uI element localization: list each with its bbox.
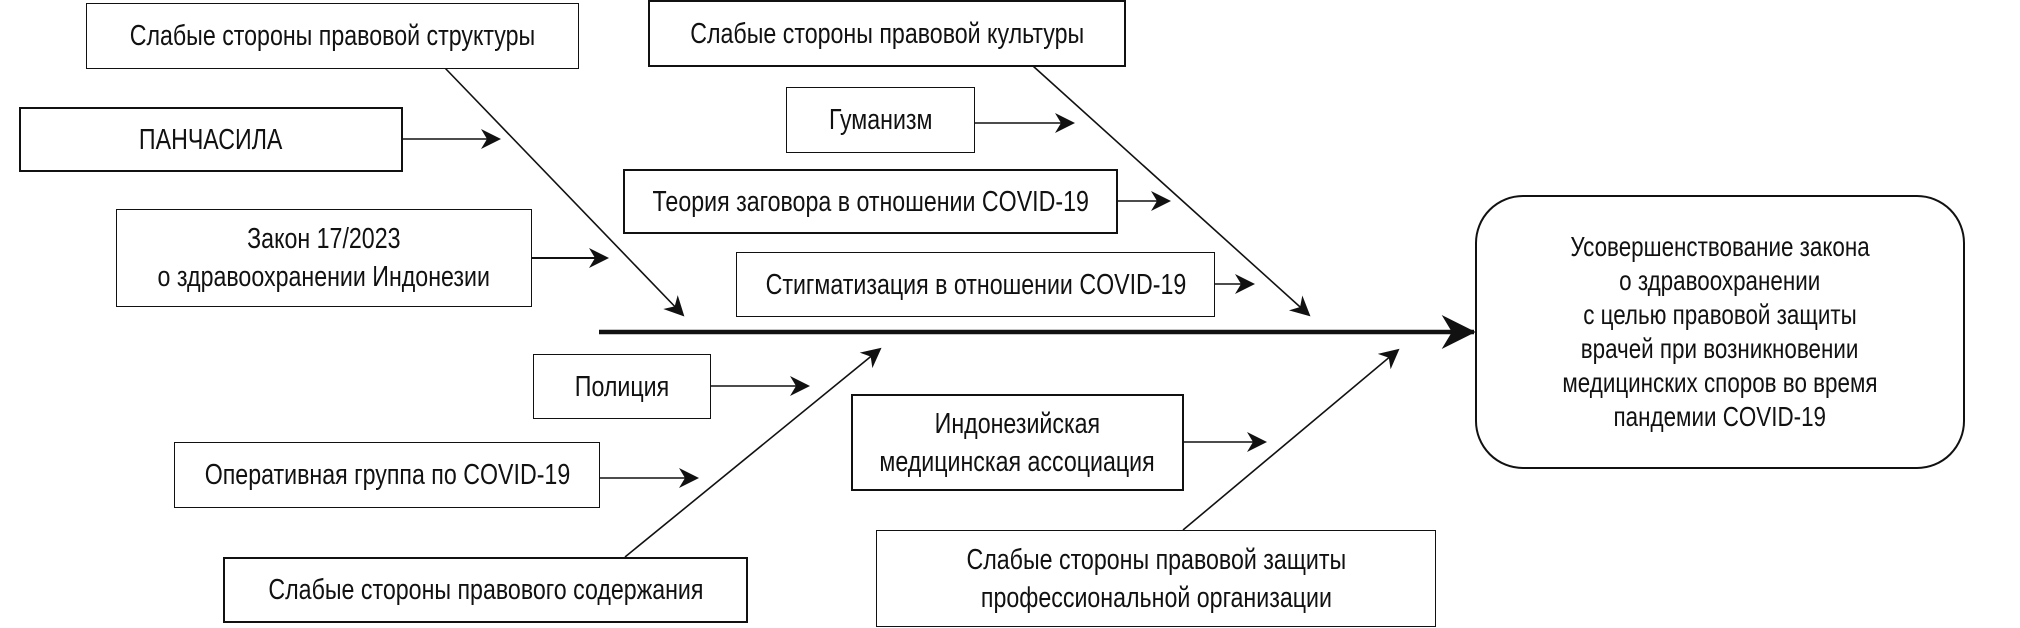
category-label-protection-line1: Слабые стороны правовой защиты: [966, 543, 1346, 576]
category-label-structure: Слабые стороны правовой структуры: [129, 20, 536, 52]
cause-box-law: Закон 17/2023 о здравоохранении Индонези…: [116, 209, 532, 307]
cause-label-humanism: Гуманизм: [828, 104, 933, 136]
effect-line-2: о здравоохранении: [1619, 265, 1821, 296]
cause-label-taskforce: Оперативная группа по COVID-19: [204, 459, 570, 491]
cause-box-stigma: Стигматизация в отношении COVID-19: [736, 252, 1215, 317]
cause-box-humanism: Гуманизм: [786, 87, 975, 153]
cause-label-ima-line2: медицинская ассоциация: [879, 445, 1156, 478]
cause-label-police: Полиция: [574, 370, 670, 403]
effect-box: Усовершенствование закона о здравоохране…: [1475, 195, 1965, 469]
cause-label-law-line2: о здравоохранении Индонезии: [157, 261, 491, 293]
cause-box-ima: Индонезийская медицинская ассоциация: [851, 394, 1184, 491]
bone-content-arrow: [624, 347, 882, 558]
cause-label-law-line1: Закон 17/2023: [247, 223, 401, 255]
category-box-structure: Слабые стороны правовой структуры: [86, 3, 579, 69]
cause-label-pancasila: ПАНЧАСИЛА: [139, 123, 283, 156]
cause-label-stigma: Стигматизация в отношении COVID-19: [765, 268, 1186, 301]
category-label-protection-line2: профессиональной организации: [980, 581, 1332, 614]
category-box-protection: Слабые стороны правовой защиты профессио…: [876, 530, 1436, 627]
category-label-content: Слабые стороны правового содержания: [267, 574, 704, 606]
category-box-content: Слабые стороны правового содержания: [223, 557, 748, 623]
category-box-culture: Слабые стороны правовой культуры: [648, 0, 1126, 67]
effect-line-1: Усовершенствование закона: [1570, 231, 1870, 262]
bone-culture-arrow: [1032, 65, 1311, 317]
cause-box-police: Полиция: [533, 354, 711, 419]
cause-box-conspiracy: Теория заговора в отношении COVID-19: [623, 169, 1118, 234]
cause-label-ima-line1: Индонезийская: [934, 407, 1101, 440]
bone-structure-arrow: [444, 67, 685, 317]
effect-line-5: медицинских споров во время: [1562, 367, 1878, 398]
effect-line-4: врачей при возникновении: [1581, 333, 1859, 364]
effect-line-3: с целью правовой защиты: [1583, 299, 1857, 330]
effect-line-6: пандемии COVID-19: [1613, 401, 1827, 432]
cause-label-conspiracy: Теория заговора в отношении COVID-19: [652, 185, 1089, 218]
bone-protection-arrow: [1182, 348, 1400, 531]
cause-box-pancasila: ПАНЧАСИЛА: [19, 107, 403, 172]
cause-box-taskforce: Оперативная группа по COVID-19: [174, 442, 600, 508]
category-label-culture: Слабые стороны правовой культуры: [690, 17, 1084, 50]
